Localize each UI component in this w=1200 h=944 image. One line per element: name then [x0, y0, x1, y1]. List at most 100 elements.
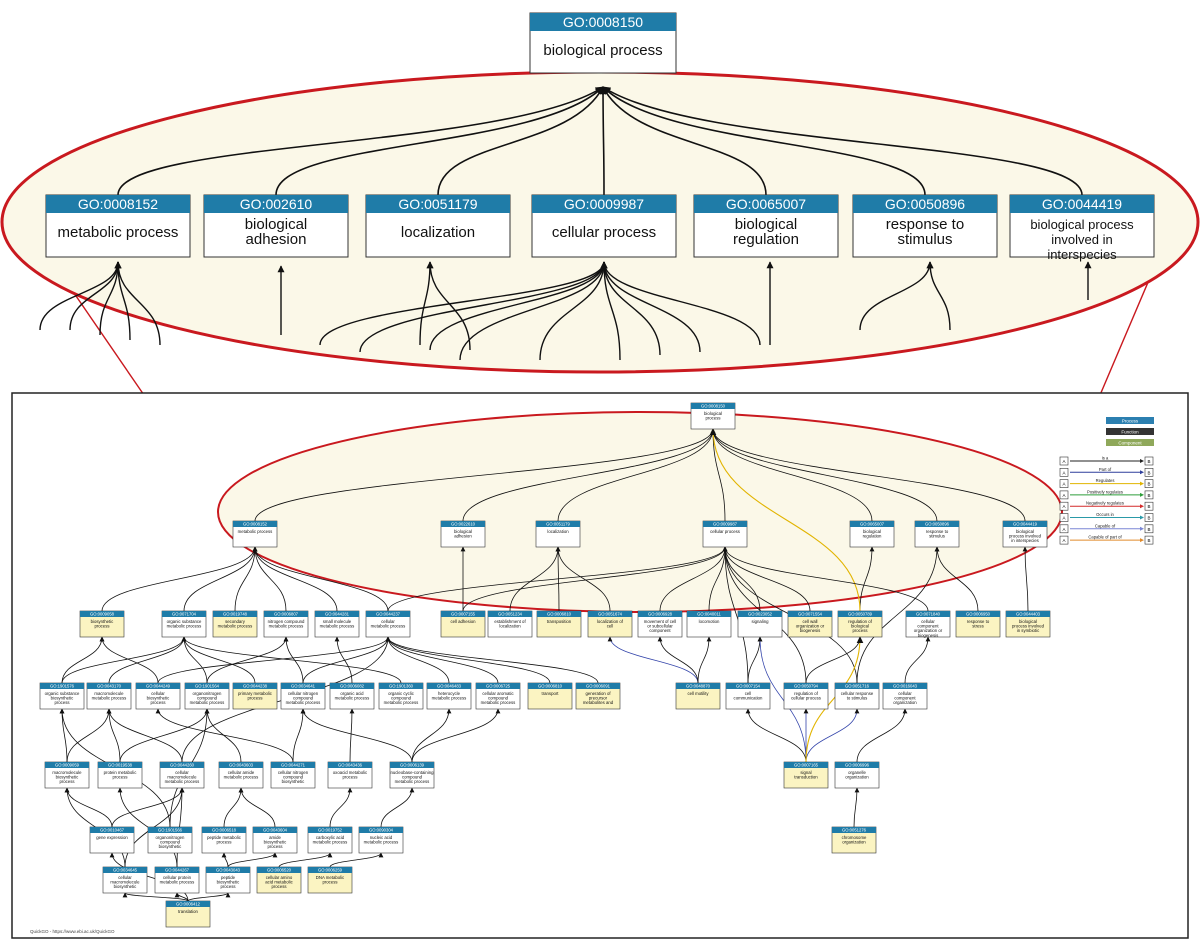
edge-c13-to-b4 — [607, 636, 699, 684]
edge-m5-to-n0 — [710, 428, 873, 522]
term-id-bar — [271, 762, 315, 768]
zoom-incoming-edge-4 — [114, 261, 161, 346]
edge-c8-to-a2 — [181, 636, 402, 684]
edge-b9-to-n0 — [709, 428, 861, 612]
svg-text:A: A — [1062, 538, 1065, 543]
edge-b9-to-m5 — [859, 546, 875, 612]
zoom-term-id-bar — [366, 195, 510, 213]
term-id: GO:0043603 — [229, 763, 254, 768]
svg-text:Capable of part of: Capable of part of — [1088, 535, 1122, 540]
edge-b10-to-m4 — [722, 546, 929, 612]
zoom-term-name: biological process — [543, 42, 662, 59]
term-id-bar — [1006, 611, 1050, 617]
edge-b11-to-m6 — [934, 546, 979, 612]
term-id: GO:0043043 — [216, 868, 241, 873]
zoom-incoming-edge-12 — [600, 261, 621, 361]
term-id: GO:1901576 — [50, 684, 75, 689]
term-id: GO:0071554 — [798, 612, 823, 617]
term-id-bar — [206, 867, 250, 873]
term-id: GO:0051716 — [845, 684, 870, 689]
term-id: GO:0008152 — [243, 522, 268, 527]
edge-d8-to-c14 — [745, 708, 807, 763]
zoom-incoming-edge-8 — [319, 261, 608, 346]
edge-c11-to-a6 — [385, 636, 551, 684]
zoom-incoming-edge-11 — [539, 261, 608, 361]
